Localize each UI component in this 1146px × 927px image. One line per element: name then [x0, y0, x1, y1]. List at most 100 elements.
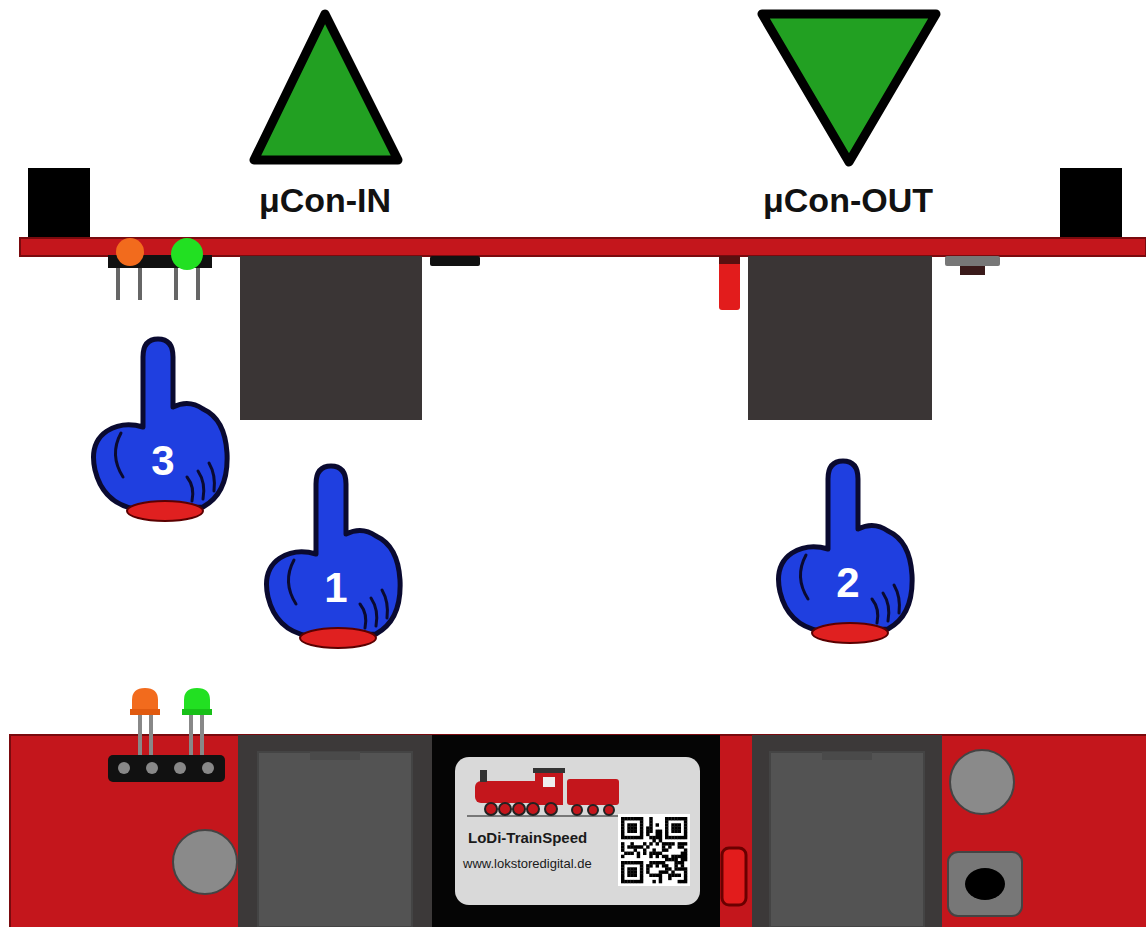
qr-module — [681, 861, 684, 864]
qr-module — [674, 861, 677, 864]
qr-module — [678, 842, 681, 845]
qr-module — [630, 870, 633, 873]
qr-module — [627, 874, 630, 877]
qr-module — [662, 864, 665, 867]
qr-module — [630, 836, 633, 839]
qr-module — [659, 852, 662, 855]
qr-module — [649, 817, 652, 820]
qr-module — [684, 836, 687, 839]
cab-window — [543, 777, 555, 787]
qr-module — [671, 855, 674, 858]
qr-module — [671, 842, 674, 845]
qr-module — [624, 880, 627, 883]
qr-module — [684, 867, 687, 870]
led-leg — [149, 712, 153, 758]
qr-module — [627, 867, 630, 870]
qr-module — [643, 852, 646, 855]
qr-module — [627, 823, 630, 826]
qr-module — [665, 848, 668, 851]
qr-module — [662, 845, 665, 848]
qr-module — [659, 877, 662, 880]
led-leg — [200, 712, 204, 758]
qr-module — [630, 880, 633, 883]
qr-module — [665, 820, 668, 823]
qr-module — [684, 817, 687, 820]
wheel — [485, 803, 497, 815]
label-sticker: LoDi-TrainSpeedwww.lokstoredigital.de — [455, 757, 700, 905]
qr-module — [630, 817, 633, 820]
qr-module — [637, 852, 640, 855]
qr-module — [634, 874, 637, 877]
qr-module — [681, 867, 684, 870]
connector-front — [752, 735, 942, 927]
qr-module — [624, 861, 627, 864]
qr-module — [649, 855, 652, 858]
qr-module — [671, 870, 674, 873]
header — [108, 755, 225, 782]
qr-module — [681, 880, 684, 883]
smd-part — [430, 256, 480, 266]
qr-module — [678, 867, 681, 870]
qr-module — [630, 861, 633, 864]
qr-module — [652, 861, 655, 864]
qr-module — [684, 820, 687, 823]
qr-module — [671, 817, 674, 820]
qr-module — [681, 836, 684, 839]
qr-module — [646, 826, 649, 829]
led-front — [108, 688, 225, 782]
qr-module — [634, 845, 637, 848]
qr-module — [678, 845, 681, 848]
product-name: LoDi-TrainSpeed — [468, 829, 587, 846]
qr-module — [634, 880, 637, 883]
qr-module — [656, 874, 659, 877]
qr-module — [656, 861, 659, 864]
qr-module — [652, 852, 655, 855]
callout-number: 1 — [324, 564, 347, 612]
qr-module — [659, 833, 662, 836]
qr-module — [674, 823, 677, 826]
qr-module — [668, 836, 671, 839]
wheel — [513, 803, 525, 815]
train-picture — [467, 768, 623, 816]
qr-module — [674, 864, 677, 867]
qr-module — [674, 867, 677, 870]
qr-module — [652, 836, 655, 839]
connector-front — [238, 735, 432, 927]
qr-module — [678, 817, 681, 820]
qr-module — [668, 867, 671, 870]
qr-module — [652, 874, 655, 877]
qr-module — [621, 817, 624, 820]
qr-module — [630, 830, 633, 833]
qr-module — [646, 864, 649, 867]
qr-module — [681, 864, 684, 867]
qr-module — [665, 842, 668, 845]
qr-module — [684, 880, 687, 883]
qr-module — [665, 855, 668, 858]
qr-module — [681, 817, 684, 820]
qr-module — [621, 877, 624, 880]
qr-module — [640, 817, 643, 820]
qr-module — [665, 826, 668, 829]
qr-module — [659, 836, 662, 839]
qr-module — [659, 880, 662, 883]
qr-module — [662, 861, 665, 864]
qr-module — [621, 861, 624, 864]
wheel — [588, 805, 598, 815]
qr-module — [671, 826, 674, 829]
qr-module — [627, 880, 630, 883]
qr-module — [621, 842, 624, 845]
button-front — [722, 848, 746, 905]
qr-module — [671, 858, 674, 861]
qr-module — [674, 858, 677, 861]
pin-hole — [146, 762, 158, 774]
qr-module — [668, 858, 671, 861]
connector-notch — [310, 752, 360, 760]
qr-module — [649, 852, 652, 855]
qr-module — [640, 874, 643, 877]
qr-module — [659, 874, 662, 877]
qr-module — [640, 864, 643, 867]
qr-module — [630, 852, 633, 855]
qr-module — [621, 880, 624, 883]
qr-module — [649, 864, 652, 867]
